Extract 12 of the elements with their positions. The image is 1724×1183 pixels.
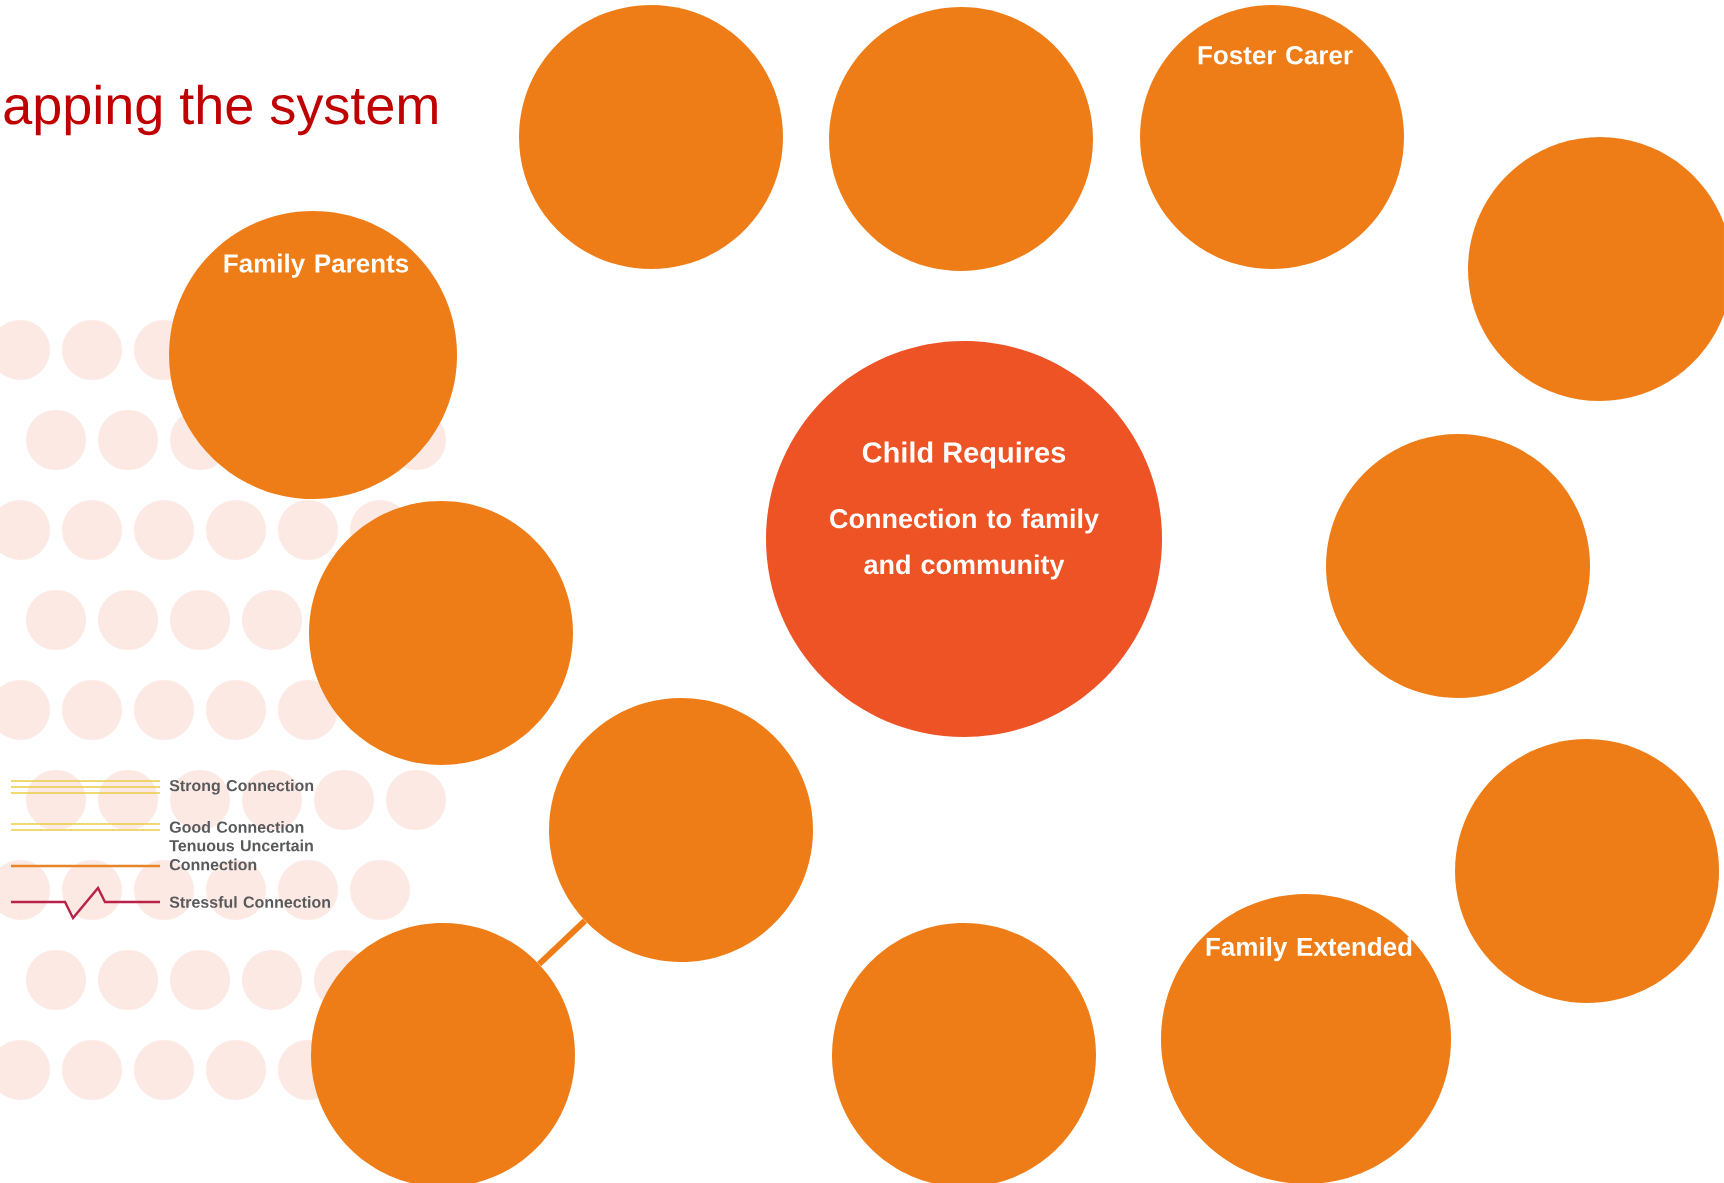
diagram-title: apping the system bbox=[4, 84, 437, 136]
legend-label: Stressful Connection bbox=[169, 896, 330, 908]
legend-label: Good Connection bbox=[169, 821, 304, 833]
legend-label: Tenuous Uncertain Connection bbox=[169, 839, 313, 871]
circle bbox=[829, 7, 1093, 271]
legend-label: Strong Connection bbox=[169, 779, 314, 795]
circle bbox=[549, 698, 813, 962]
circle bbox=[519, 5, 783, 269]
circle bbox=[309, 501, 573, 765]
connector-line bbox=[537, 918, 587, 967]
circle bbox=[1326, 434, 1590, 698]
circle bbox=[1455, 739, 1719, 1003]
